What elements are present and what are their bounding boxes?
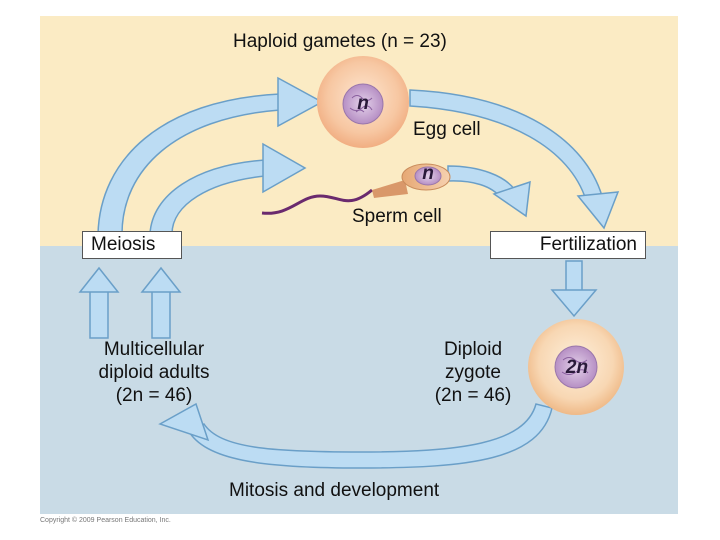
diagram-title: Haploid gametes (n = 23) (233, 31, 447, 52)
mitosis-arrow (158, 402, 553, 469)
fertilization-to-zygote-arrow (550, 260, 598, 318)
mitosis-label: Mitosis and development (229, 480, 440, 501)
zygote-label-line-2: zygote (445, 362, 501, 383)
zygote-cell (528, 319, 624, 415)
adults-label: Multicellular diploid adults (2n = 46) (72, 338, 236, 407)
adults-label-line-1: Multicellular (103, 339, 205, 360)
zygote-label-line-1: Diploid (443, 339, 503, 360)
egg-cell (317, 56, 409, 148)
fertilization-box: Fertilization (490, 231, 646, 259)
zygote-label: Diploid zygote (2n = 46) (414, 338, 532, 407)
adults-to-meiosis-arrow-right (140, 266, 182, 339)
sperm-cell (261, 163, 451, 215)
egg-to-fertilization-arrow (409, 89, 620, 230)
copyright-text: Copyright © 2009 Pearson Education, Inc. (40, 517, 171, 524)
sperm-to-fertilization-arrow (447, 165, 531, 218)
zygote-nucleus-label: 2n (565, 357, 589, 378)
adults-to-meiosis-arrow-left (78, 266, 120, 339)
meiosis-outer-arrow (97, 76, 324, 235)
meiosis-inner-arrow (149, 142, 307, 235)
zygote-label-line-3: (2n = 46) (434, 385, 512, 406)
egg-nucleus-label: n (357, 93, 369, 114)
adults-label-line-3: (2n = 46) (115, 385, 193, 406)
egg-cell-label: Egg cell (413, 119, 481, 140)
meiosis-box: Meiosis (82, 231, 182, 259)
adults-label-line-2: diploid adults (98, 362, 210, 383)
sperm-cell-label: Sperm cell (352, 206, 442, 227)
sperm-nucleus-label: n (422, 163, 434, 184)
